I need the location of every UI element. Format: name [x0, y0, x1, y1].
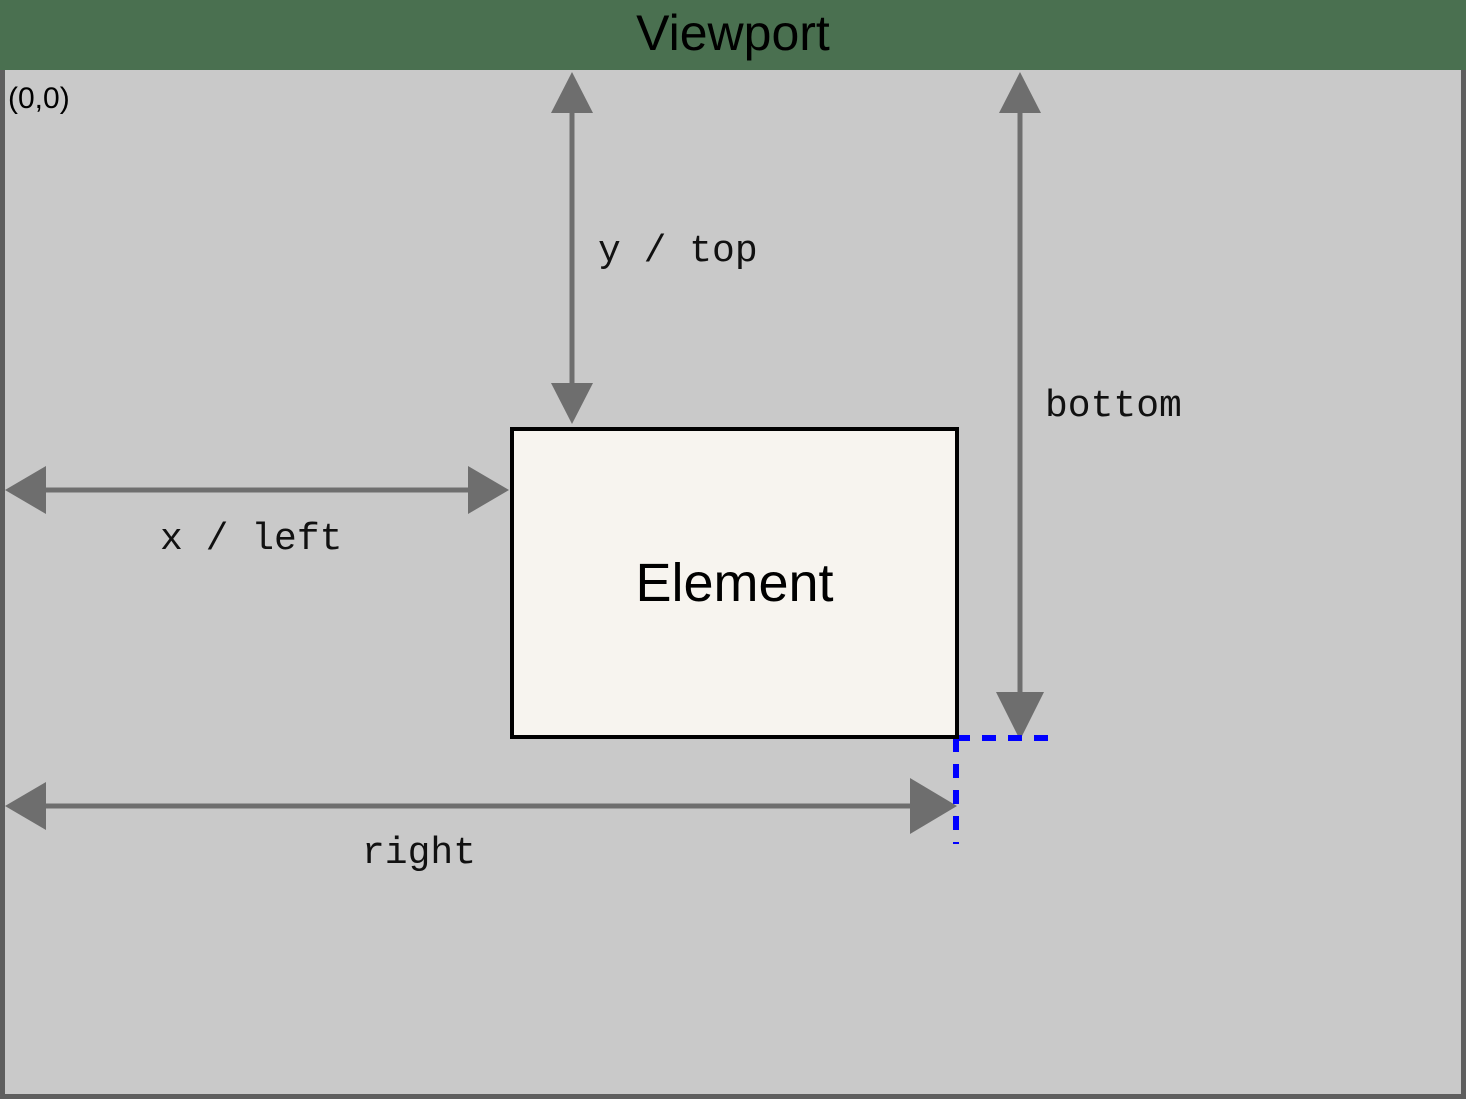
- bottom-arrow: [996, 72, 1044, 740]
- page-title: Viewport: [636, 5, 830, 61]
- measure-label-x-left: x / left: [160, 518, 343, 561]
- corner-guide-lines: [953, 735, 1058, 844]
- origin-coordinate-label: (0,0): [8, 82, 70, 115]
- measure-label-right: right: [362, 832, 477, 875]
- element-label: Element: [635, 553, 834, 613]
- measure-label-y-top: y / top: [598, 230, 758, 273]
- right-arrow: [5, 778, 957, 834]
- viewport-header-band: [0, 0, 1466, 70]
- y-top-arrow: [551, 72, 593, 424]
- x-left-arrow: [5, 466, 509, 514]
- measure-label-bottom: bottom: [1045, 385, 1182, 428]
- element-box: Element: [510, 427, 959, 739]
